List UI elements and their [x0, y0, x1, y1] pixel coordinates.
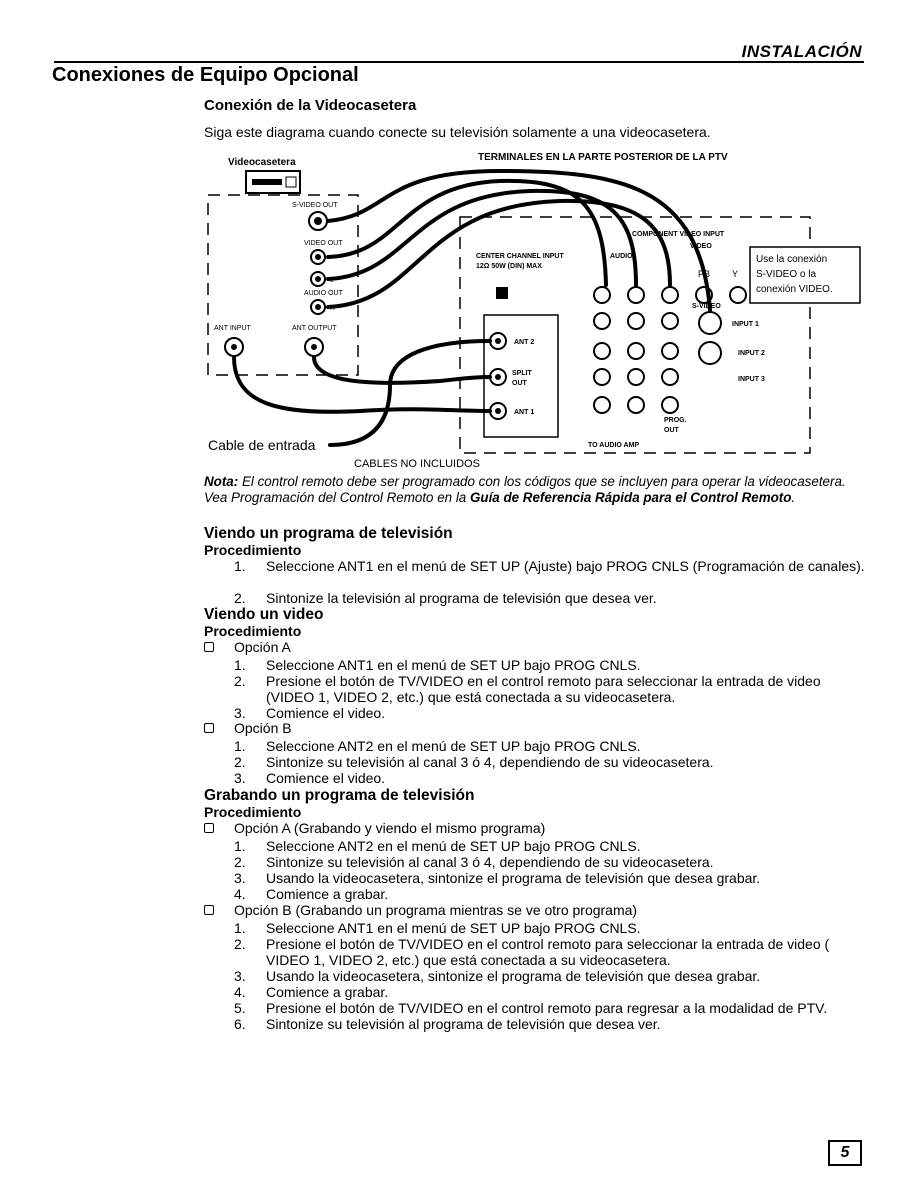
note-label: Nota: — [204, 474, 239, 489]
svideo-label: S-VIDEO — [692, 303, 721, 310]
connection-diagram: Videocasetera TERMINALES EN LA PARTE POS… — [200, 145, 870, 475]
video-a-step-1: Seleccione ANT1 en el menú de SET UP baj… — [266, 657, 641, 673]
audio-label: AUDIO — [610, 253, 633, 260]
note-bold: Guía de Referencia Rápida para el Contro… — [469, 490, 792, 505]
input3-label: INPUT 3 — [738, 376, 765, 383]
center-spec-label: 12Ω 50W (DIN) MAX — [476, 263, 542, 270]
to-audio-amp-label: TO AUDIO AMP — [588, 442, 639, 449]
video-proc-label: Procedimiento — [204, 623, 302, 639]
note-text-1: El control remoto debe ser programado co… — [204, 474, 846, 505]
record-b-step-3: Usando la videocasetera, sintonize el pr… — [266, 968, 761, 984]
tv-step-2: Sintonize la televisión al programa de t… — [266, 590, 657, 606]
record-b-step-6: Sintonize su televisión al programa de t… — [266, 1016, 661, 1032]
component-video-label: COMPONENT VIDEO INPUT — [632, 231, 725, 238]
video-opt-a: Opción A — [234, 639, 291, 655]
ptv-jack-grid — [593, 286, 747, 414]
connection-cables — [232, 168, 712, 447]
audio-out-label: AUDIO OUT — [304, 290, 344, 297]
step-number: 3. — [234, 968, 246, 984]
tv-proc-label: Procedimiento — [204, 542, 302, 558]
cable-input-label: Cable de entrada — [208, 437, 316, 453]
prog-out-label-1: PROG. — [664, 417, 687, 424]
prog-out-label-2: OUT — [664, 427, 680, 434]
record-a-step-1: Seleccione ANT2 en el menú de SET UP baj… — [266, 838, 641, 854]
tv-section-title: Viendo un programa de televisión — [204, 525, 453, 542]
video-a-step-3: Comience el video. — [266, 705, 386, 721]
page-number: 5 — [828, 1140, 862, 1166]
center-channel-label: CENTER CHANNEL INPUT — [476, 253, 564, 260]
video-label: VIDEO — [690, 243, 712, 250]
ant1-label: ANT 1 — [514, 409, 534, 416]
note-text-2: . — [791, 490, 796, 505]
step-number: 2. — [234, 754, 246, 770]
record-a-step-2: Sintonize su televisión al canal 3 ó 4, … — [266, 854, 714, 870]
terminals-label: TERMINALES EN LA PARTE POSTERIOR DE LA P… — [478, 152, 728, 163]
step-number: 1. — [234, 558, 246, 574]
callout-line-1: Use la conexión — [756, 254, 827, 265]
connection-callout — [749, 246, 861, 304]
step-number: 4. — [234, 886, 246, 902]
step-number: 1. — [234, 657, 246, 673]
checkbox-bullet-icon — [204, 905, 214, 915]
checkbox-bullet-icon — [204, 723, 214, 733]
page-title: Conexiones de Equipo Opcional — [52, 64, 359, 86]
input1-svideo-jack — [698, 311, 722, 335]
record-opt-a: Opción A (Grabando y viendo el mismo pro… — [234, 820, 546, 836]
input1-label: INPUT 1 — [732, 321, 759, 328]
video-b-step-1: Seleccione ANT2 en el menú de SET UP baj… — [266, 738, 641, 754]
svideo-out-label: S-VIDEO OUT — [292, 202, 338, 209]
record-section-title: Grabando un programa de televisión — [204, 787, 475, 804]
vcr-icon — [245, 170, 301, 194]
checkbox-bullet-icon — [204, 642, 214, 652]
video-b-step-2: Sintonize su televisión al canal 3 ó 4, … — [266, 754, 714, 770]
ant2-label: ANT 2 — [514, 339, 534, 346]
video-b-step-3: Comience el video. — [266, 770, 386, 786]
record-b-step-5: Presione el botón de TV/VIDEO en el cont… — [266, 1000, 828, 1016]
step-number: 3. — [234, 870, 246, 886]
section-header-label: INSTALACIÓN — [741, 42, 862, 61]
video-a-step-2: Presione el botón de TV/VIDEO en el cont… — [266, 673, 821, 705]
step-number: 1. — [234, 838, 246, 854]
header-rule — [54, 61, 864, 63]
tv-step-1: Seleccione ANT1 en el menú de SET UP (Aj… — [266, 558, 865, 574]
split-out-label-1: SPLIT — [512, 370, 533, 377]
callout-line-2: S-VIDEO o la — [756, 269, 816, 280]
step-number: 1. — [234, 738, 246, 754]
step-number: 2. — [234, 590, 246, 606]
record-b-step-1: Seleccione ANT1 en el menú de SET UP baj… — [266, 920, 641, 936]
step-number: 2. — [234, 673, 246, 689]
y-label: Y — [732, 269, 738, 279]
ant-output-label: ANT OUTPUT — [292, 325, 337, 332]
step-number: 1. — [234, 920, 246, 936]
step-number: 2. — [234, 936, 246, 952]
video-section-title: Viendo un video — [204, 606, 324, 623]
video-out-label: VIDEO OUT — [304, 240, 343, 247]
video-opt-b: Opción B — [234, 720, 292, 736]
step-number: 6. — [234, 1016, 246, 1032]
record-a-step-4: Comience a grabar. — [266, 886, 389, 902]
sub-title: Conexión de la Videocasetera — [204, 97, 417, 114]
record-a-step-3: Usando la videocasetera, sintonize el pr… — [266, 870, 761, 886]
checkbox-bullet-icon — [204, 823, 214, 833]
callout-line-3: conexión VIDEO. — [756, 284, 833, 295]
cables-not-included-label: CABLES NO INCLUIDOS — [354, 458, 480, 470]
step-number: 3. — [234, 705, 246, 721]
step-number: 4. — [234, 984, 246, 1000]
step-number: 3. — [234, 770, 246, 786]
input2-svideo-jack — [698, 341, 722, 365]
input2-label: INPUT 2 — [738, 350, 765, 357]
split-out-label-2: OUT — [512, 380, 528, 387]
step-number: 5. — [234, 1000, 246, 1016]
intro-text: Siga este diagrama cuando conecte su tel… — [204, 124, 711, 140]
note-paragraph: Nota: El control remoto debe ser program… — [204, 474, 864, 506]
record-b-step-2: Presione el botón de TV/VIDEO en el cont… — [266, 936, 830, 968]
record-proc-label: Procedimiento — [204, 804, 302, 820]
record-opt-b: Opción B (Grabando un programa mientras … — [234, 902, 638, 918]
vcr-label: Videocasetera — [228, 157, 296, 168]
ant-input-label: ANT INPUT — [214, 325, 252, 332]
step-number: 2. — [234, 854, 246, 870]
record-b-step-4: Comience a grabar. — [266, 984, 389, 1000]
